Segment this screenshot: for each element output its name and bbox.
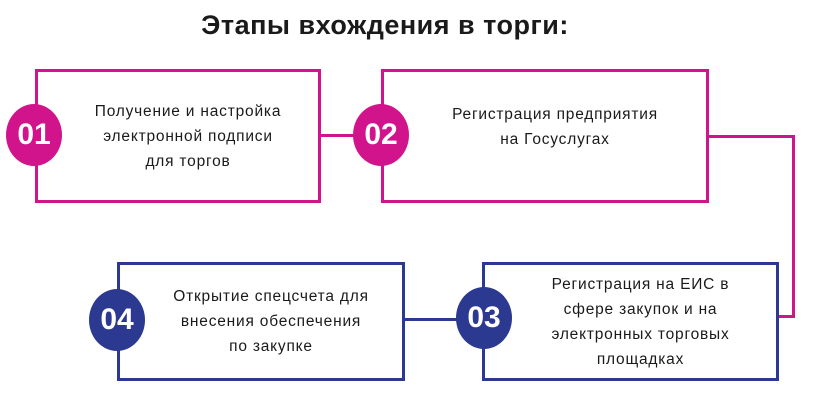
step-4-text: Открытие спецсчета для внесения обеспече… [173, 288, 369, 355]
step-3-number: 03 [456, 287, 512, 349]
step-1-box: Получение и настройка электронной подпис… [35, 69, 321, 203]
step-2-box: Регистрация предприятия на Госуслугах [381, 69, 709, 203]
step-3-box: Регистрация на ЕИС в сфере закупок и на … [482, 262, 779, 381]
step-3-text: Регистрация на ЕИС в сфере закупок и на … [551, 275, 730, 368]
diagram-title: Этапы вхождения в торги: [201, 10, 569, 40]
step-1-number: 01 [6, 104, 62, 166]
step-4-box: Открытие спецсчета для внесения обеспече… [117, 262, 405, 381]
step-2-number: 02 [353, 104, 409, 166]
step-2-text: Регистрация предприятия на Госуслугах [452, 106, 658, 148]
connector-1-2 [318, 134, 358, 137]
connector-3-4 [402, 318, 462, 321]
step-4-number: 04 [89, 289, 145, 351]
step-1-text: Получение и настройка электронной подпис… [94, 102, 282, 170]
